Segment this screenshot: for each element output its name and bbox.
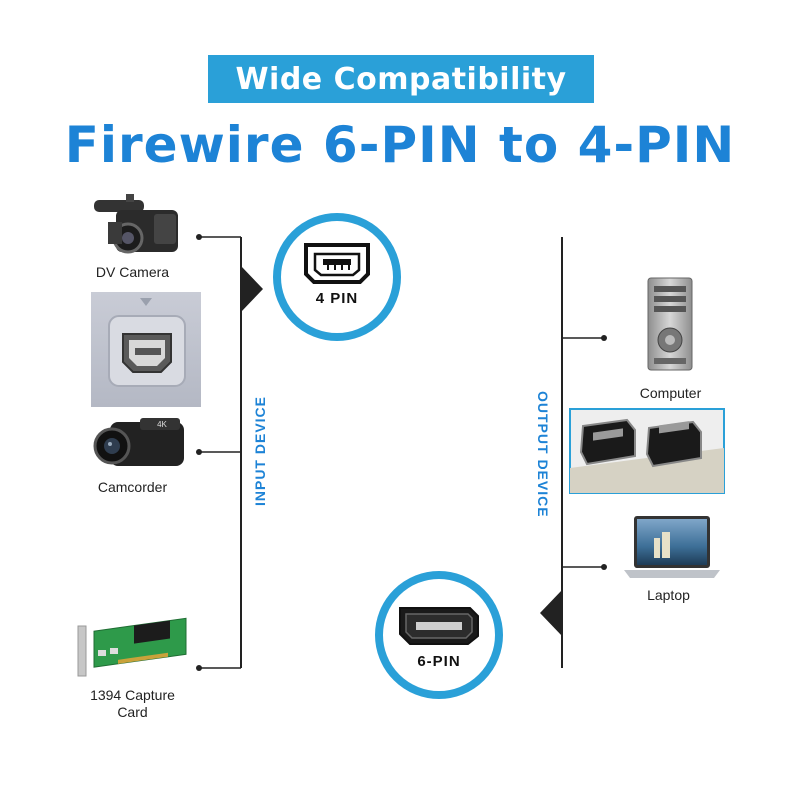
svg-text:4K: 4K [157, 420, 167, 429]
page-title: Firewire 6-PIN to 4-PIN [64, 116, 736, 174]
four-pin-label: 4 PIN [315, 290, 359, 307]
capture-card-image [77, 617, 187, 677]
device-label-dv-camera: DV Camera [95, 264, 170, 280]
device-label-capture-card: 1394 Capture Card [90, 687, 175, 720]
device-label-camcorder: Camcorder [97, 479, 168, 495]
six-pin-connector-circle [375, 571, 503, 699]
computer-tower-image [647, 277, 693, 371]
six-pin-port-closeup [569, 408, 725, 494]
laptop-image [624, 516, 720, 578]
output-device-label: OUTPUT DEVICE [535, 391, 551, 518]
device-label-computer: Computer [639, 385, 702, 401]
four-pin-port-closeup [91, 292, 201, 407]
four-pin-connector-circle [273, 213, 401, 341]
wide-compatibility-banner: Wide Compatibility [208, 55, 594, 103]
camcorder-image: 4K [93, 418, 184, 466]
dv-camera-image [94, 194, 178, 254]
device-label-laptop: Laptop [647, 587, 690, 603]
six-pin-label: 6-PIN [417, 653, 461, 670]
